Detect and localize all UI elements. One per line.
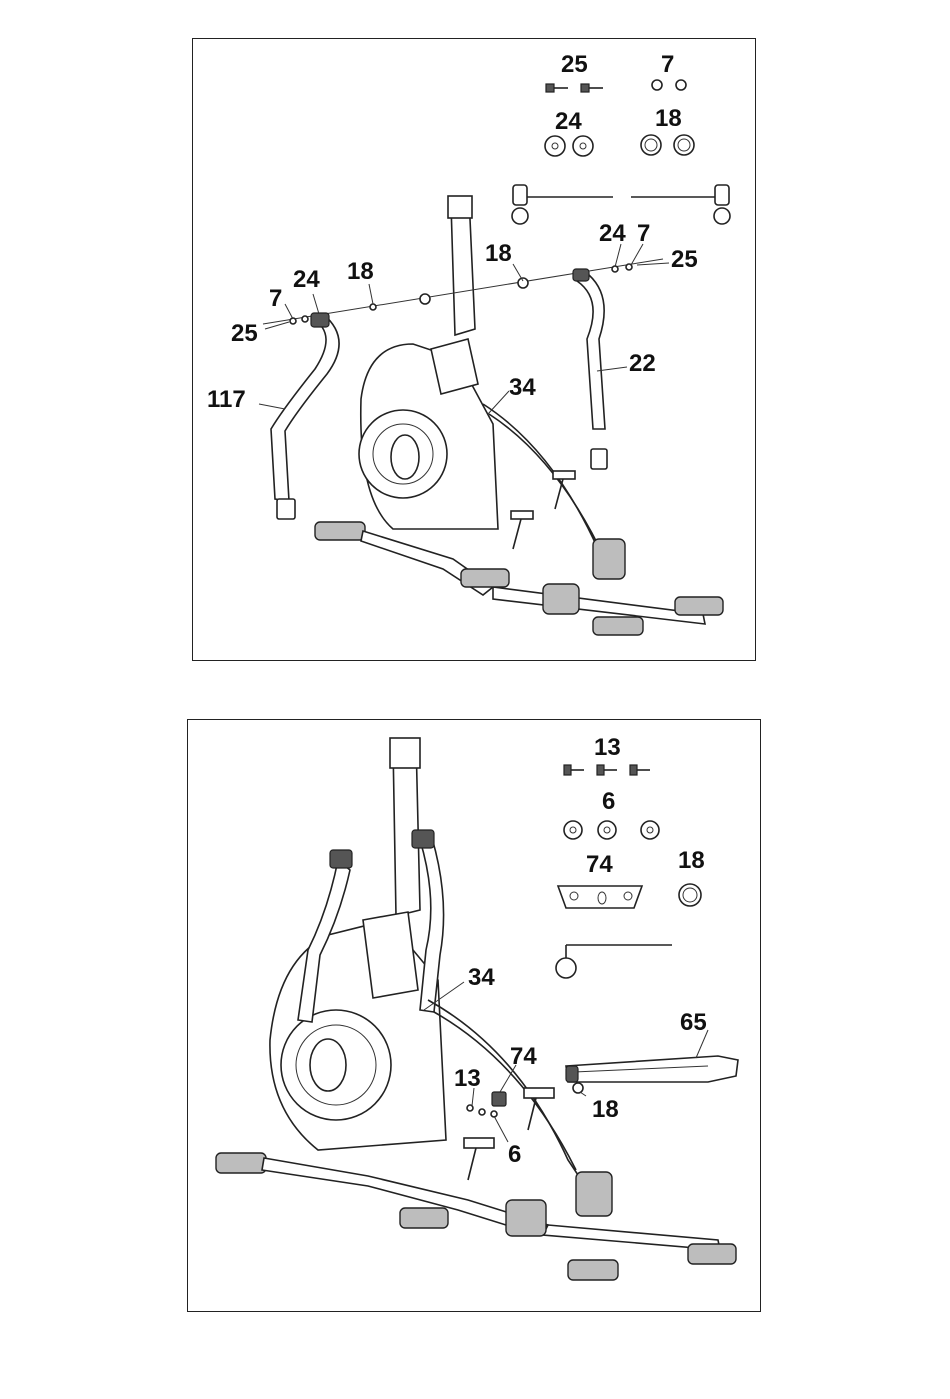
diagram-1-drawing: 25 7 24 18 [193, 39, 757, 662]
callout-right-25: 25 [671, 246, 698, 273]
legend-spring-washer-label: 18 [655, 105, 682, 132]
legend-bolt-label: 25 [561, 51, 588, 78]
callout-6: 6 [508, 1141, 521, 1168]
legend-washers-24 [545, 136, 593, 156]
callout-right-24: 24 [599, 220, 626, 247]
legend-nut-label: 7 [661, 51, 674, 78]
right-handlebar [577, 275, 605, 429]
legend-bolts-25 [546, 84, 603, 92]
diagram-2-drawing: 13 6 74 18 [188, 720, 762, 1313]
pedal-arm [566, 1056, 738, 1093]
legend-washer-label: 6 [602, 788, 615, 815]
callout-13: 13 [454, 1065, 481, 1092]
callout-34: 34 [509, 374, 536, 401]
assembly-diagram-step-handlebars: 25 7 24 18 [192, 38, 756, 661]
callout-right-7: 7 [637, 220, 650, 247]
legend-bolts-13 [564, 765, 650, 775]
elliptical-frame [216, 738, 736, 1280]
callout-117: 117 [207, 386, 246, 413]
callout-left-25: 25 [231, 320, 258, 347]
left-handlebar [271, 314, 339, 501]
axle-legend [512, 185, 730, 224]
legend-bracket-label: 74 [586, 851, 613, 878]
assembly-diagram-step-pedal-arms: 13 6 74 18 [187, 719, 761, 1312]
legend-nuts-7 [652, 80, 686, 90]
callout-left-7: 7 [269, 285, 282, 312]
legend-washers-6 [564, 821, 659, 839]
legend-spring-washer-18 [679, 884, 701, 906]
callout-18: 18 [592, 1096, 619, 1123]
legend-spring-washers-18 [641, 135, 694, 155]
legend-bracket-74 [558, 886, 642, 908]
allen-key [556, 945, 672, 978]
legend-washer-label: 24 [555, 108, 582, 135]
left-handlebar-foot [277, 499, 295, 519]
callout-65: 65 [680, 1009, 707, 1036]
legend-spring-washer-label: 18 [678, 847, 705, 874]
callout-left-18: 18 [347, 258, 374, 285]
right-handlebar-foot [591, 449, 607, 469]
callout-34: 34 [468, 964, 495, 991]
callout-22: 22 [629, 350, 656, 377]
callout-right-18: 18 [485, 240, 512, 267]
legend-bolt-label: 13 [594, 734, 621, 761]
elliptical-frame [315, 196, 723, 635]
callout-left-24: 24 [293, 266, 320, 293]
callout-74: 74 [510, 1043, 537, 1070]
